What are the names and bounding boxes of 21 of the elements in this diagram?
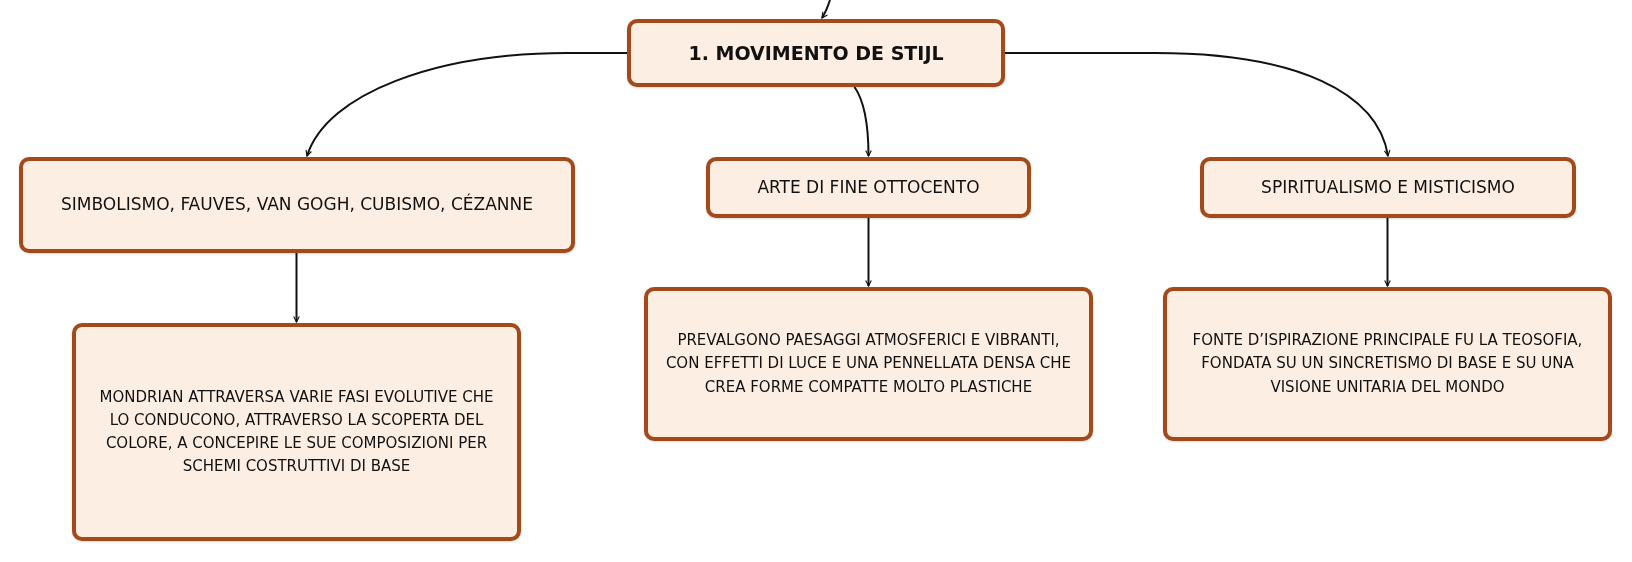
title-box — [627, 19, 1005, 87]
concept-box — [644, 287, 1093, 441]
concept-box — [1200, 157, 1576, 218]
arrow — [1004, 52, 1390, 157]
concept-text: SPIRITUALISMO E MISTICISMO — [1261, 175, 1515, 199]
concept-text: SIMBOLISMO, FAUVES, VAN GOGH, CUBISMO, CÉZANNE — [61, 192, 533, 217]
arrow — [865, 217, 872, 287]
concept-box — [19, 157, 575, 253]
arrow — [293, 252, 300, 323]
arrow — [821, 0, 831, 19]
concept-text: PREVALGONO PAESAGGI ATMOSFERICI E VIBRANTI, CON EFFETTI DI LUCE E UNA PENNELLATA DENSA CHE CREA FORME COMPATTE MOLTO PLASTICHE — [664, 330, 1073, 398]
arrow — [306, 52, 628, 157]
title-text: 1. MOVIMENTO DE STIJL — [688, 40, 944, 66]
concept-box — [1163, 287, 1612, 441]
concept-box — [706, 157, 1031, 218]
concept-text: FONTE D’ISPIRAZIONE PRINCIPALE FU LA TEOSOFIA, FONDATA SU UN SINCRETISMO DI BASE E SU UNA VISIONE UNITARIA DEL MONDO — [1191, 330, 1584, 398]
concept-text: MONDRIAN ATTRAVERSA VARIE FASI EVOLUTIVE CHE LO CONDUCONO, ATTRAVERSO LA SCOPERTA DEL COLORE, A CONCEPIRE LE SUE COMPOSIZIONI PER SCHEMI COSTRUTTIVI DI BASE — [98, 386, 495, 478]
concept-text: ARTE DI FINE OTTOCENTO — [757, 175, 980, 199]
arrow — [1384, 217, 1391, 287]
arrow — [853, 86, 872, 157]
concept-box — [72, 323, 521, 541]
